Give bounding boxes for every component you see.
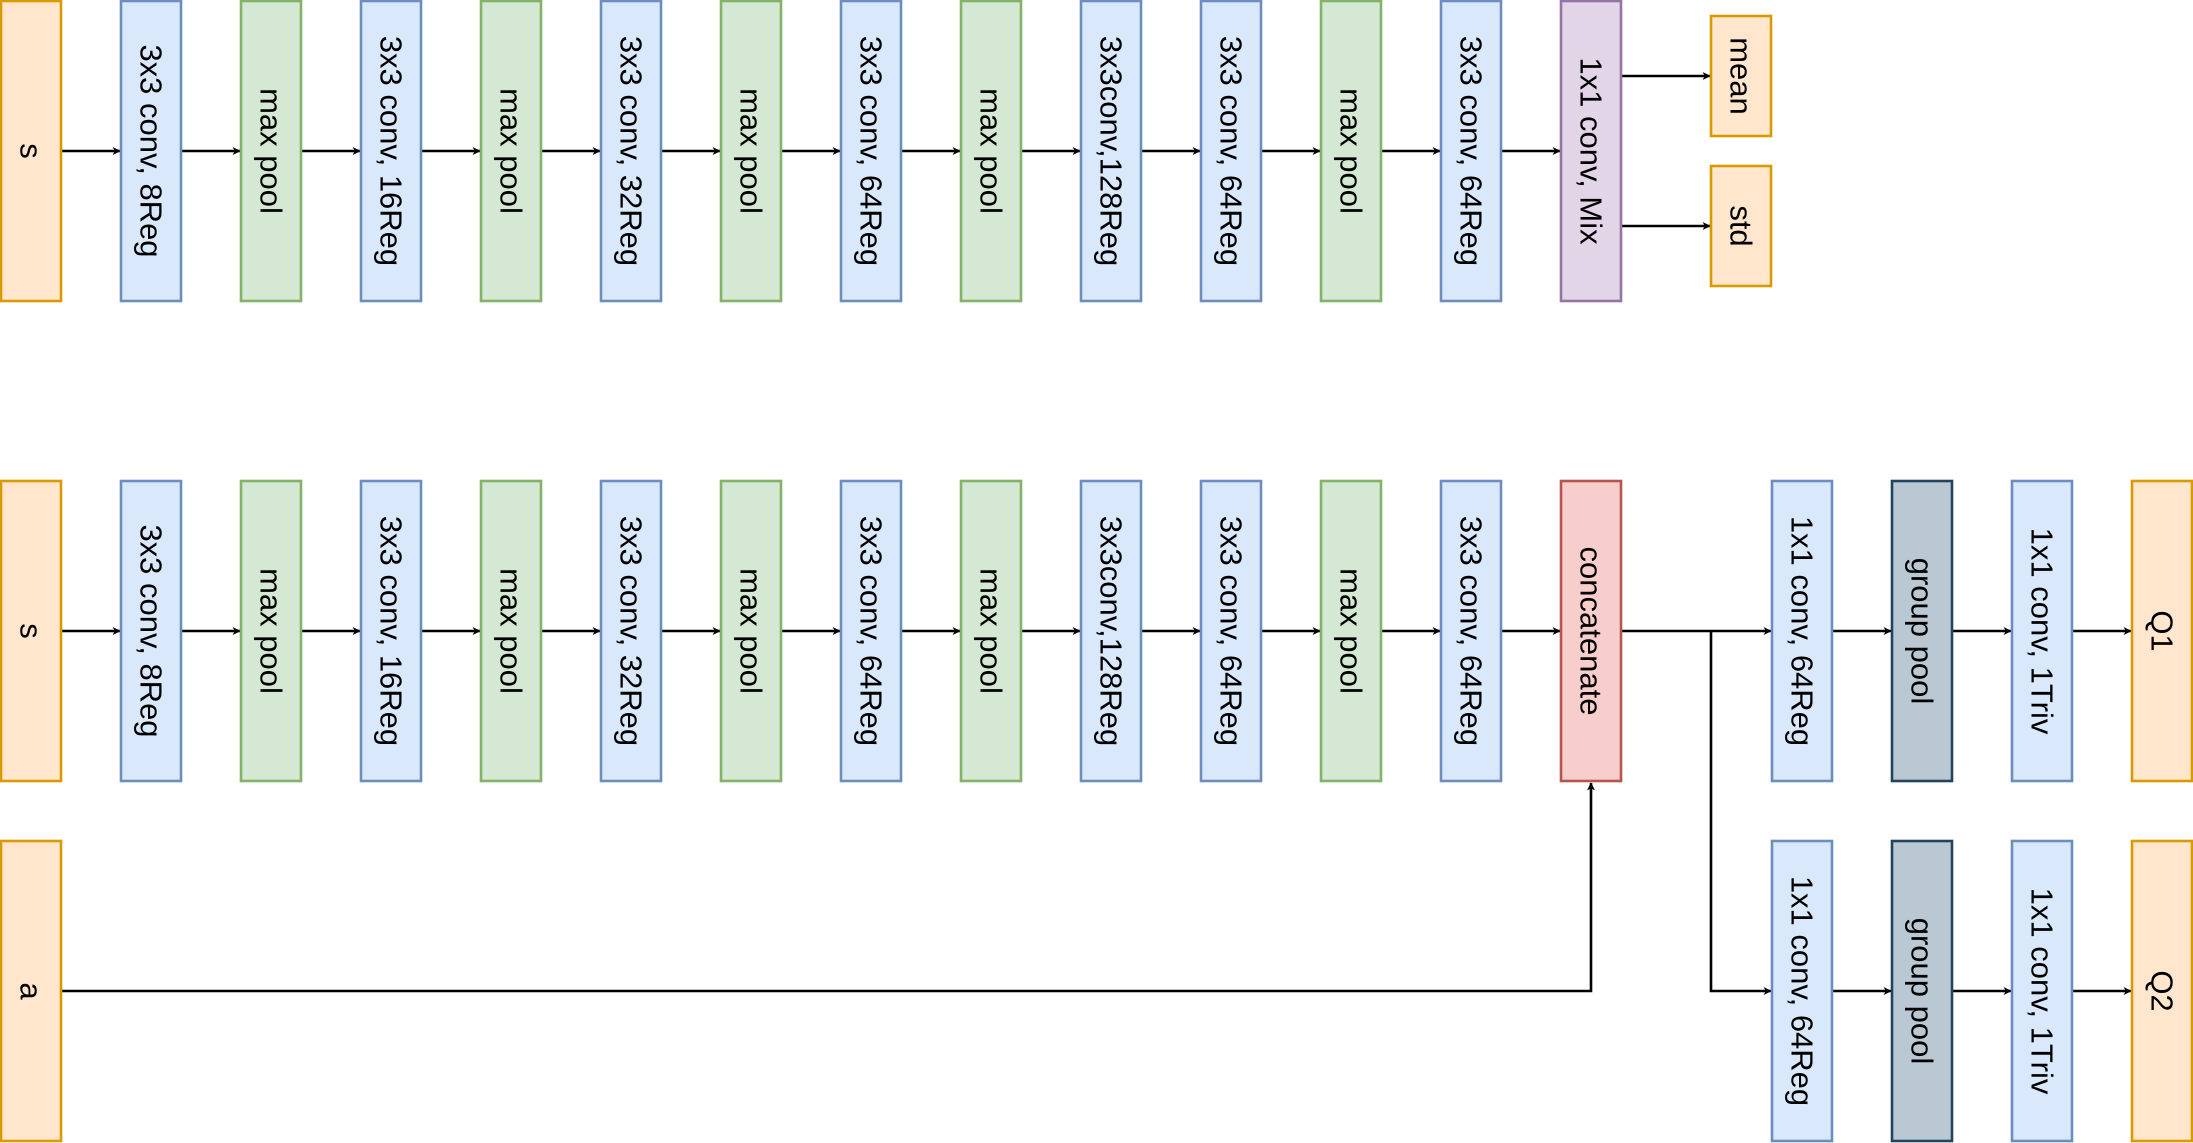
node-label: max pool (254, 88, 289, 214)
q1-output: Q1 (2130, 479, 2193, 783)
critic-layer-2: max pool (239, 479, 303, 783)
edges (62, 72, 2132, 995)
actor-layer-1: 3x3 conv, 8Reg (119, 0, 183, 303)
head2-conv-1triv: 1x1 conv, 1Triv (2010, 839, 2074, 1143)
concatenate-node: concatenate (1559, 479, 1623, 783)
actor-layer-8: max pool (959, 0, 1023, 303)
actor-layer-13: 1x1 conv, Mix (1559, 0, 1623, 303)
node-label: 3x3conv,128Reg (1094, 516, 1129, 746)
critic-layer-6: max pool (719, 479, 783, 783)
critic-layer-11: max pool (1319, 479, 1383, 783)
node-label: s (14, 623, 49, 639)
actor-layer-12: 3x3 conv, 64Reg (1439, 0, 1503, 303)
critic-layer-3: 3x3 conv, 16Reg (359, 479, 423, 783)
node-label: 3x3 conv, 32Reg (614, 36, 649, 266)
node-label: 1x1 conv, Mix (1574, 57, 1609, 245)
node-label: 3x3 conv, 32Reg (614, 516, 649, 746)
node-label: max pool (974, 88, 1009, 214)
critic-layer-1: 3x3 conv, 8Reg (119, 479, 183, 783)
node-label: max pool (494, 568, 529, 694)
head1-group-pool: group pool (1890, 479, 1954, 783)
actor-layer-11: max pool (1319, 0, 1383, 303)
critic-layer-7: 3x3 conv, 64Reg (839, 479, 903, 783)
critic-layer-10: 3x3 conv, 64Reg (1199, 479, 1263, 783)
node-label: 3x3 conv, 8Reg (134, 524, 169, 737)
concat-to-head2-arrow (1709, 631, 1772, 995)
node-label: Q1 (2145, 610, 2180, 651)
node-label: 3x3 conv, 16Reg (374, 36, 409, 266)
actor-output-std: std (1709, 164, 1773, 288)
node-label: max pool (1334, 568, 1369, 694)
node-label: 1x1 conv, 64Reg (1785, 876, 1820, 1106)
node-label: max pool (734, 88, 769, 214)
critic-layer-8: max pool (959, 479, 1023, 783)
node-label: std (1724, 205, 1759, 246)
actor-layer-10: 3x3 conv, 64Reg (1199, 0, 1263, 303)
node-label: 3x3 conv, 64Reg (1454, 36, 1489, 266)
node-label: 1x1 conv, 64Reg (1785, 516, 1820, 746)
node-label: max pool (254, 568, 289, 694)
actor-layer-2: max pool (239, 0, 303, 303)
action-to-concat-arrow (62, 782, 1595, 993)
node-label: 3x3 conv, 64Reg (1214, 516, 1249, 746)
head1-conv-1triv: 1x1 conv, 1Triv (2010, 479, 2074, 783)
node-label: 3x3 conv, 64Reg (854, 36, 889, 266)
critic-layer-9: 3x3conv,128Reg (1079, 479, 1143, 783)
node-label: group pool (1905, 918, 1940, 1065)
node-label: max pool (734, 568, 769, 694)
node-label: mean (1724, 37, 1759, 115)
node-label: 3x3 conv, 8Reg (134, 44, 169, 257)
node-label: max pool (494, 88, 529, 214)
critic-action-input: a (0, 839, 63, 1143)
critic-layer-4: max pool (479, 479, 543, 783)
critic-state-input: s (0, 479, 63, 783)
actor-layer-4: max pool (479, 0, 543, 303)
node-label: 3x3 conv, 64Reg (1214, 36, 1249, 266)
head2-group-pool: group pool (1890, 839, 1954, 1143)
node-label: s (14, 143, 49, 159)
critic-layer-12: 3x3 conv, 64Reg (1439, 479, 1503, 783)
node-label: max pool (974, 568, 1009, 694)
actor-layer-9: 3x3conv,128Reg (1079, 0, 1143, 303)
actor-layer-7: 3x3 conv, 64Reg (839, 0, 903, 303)
node-label: 1x1 conv, 1Triv (2025, 528, 2060, 735)
head2-conv-64reg: 1x1 conv, 64Reg (1770, 839, 1834, 1143)
node-label: a (14, 982, 49, 1000)
node-label: 1x1 conv, 1Triv (2025, 888, 2060, 1095)
q2-output: Q2 (2130, 839, 2193, 1143)
critic-layer-5: 3x3 conv, 32Reg (599, 479, 663, 783)
actor-state-input: s (0, 0, 63, 303)
actor-layer-5: 3x3 conv, 32Reg (599, 0, 663, 303)
actor-layer-6: max pool (719, 0, 783, 303)
node-label: 3x3 conv, 64Reg (1454, 516, 1489, 746)
node-label: group pool (1905, 558, 1940, 705)
node-label: 3x3 conv, 64Reg (854, 516, 889, 746)
node-label: concatenate (1574, 547, 1609, 716)
node-label: Q2 (2145, 970, 2180, 1011)
actor-layer-3: 3x3 conv, 16Reg (359, 0, 423, 303)
node-label: max pool (1334, 88, 1369, 214)
node-label: 3x3conv,128Reg (1094, 36, 1129, 266)
node-label: 3x3 conv, 16Reg (374, 516, 409, 746)
head1-conv-64reg: 1x1 conv, 64Reg (1770, 479, 1834, 783)
actor-output-mean: mean (1709, 14, 1773, 138)
